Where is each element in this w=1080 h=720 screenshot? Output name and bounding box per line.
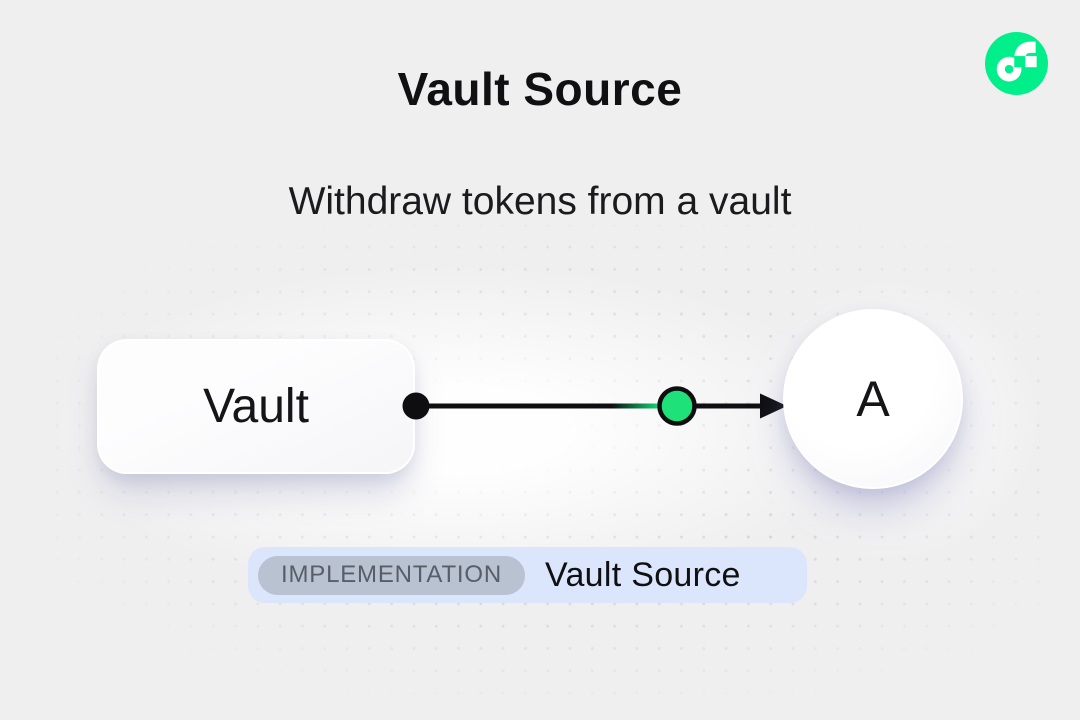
page-title: Vault Source [397, 63, 683, 115]
implementation-badge: IMPLEMENTATION Vault Source [248, 547, 807, 603]
flow-logo-svg [985, 32, 1048, 95]
badge-kind-text: IMPLEMENTATION [281, 561, 502, 588]
vault-node: Vault [97, 339, 415, 474]
badge-label: Vault Source [545, 555, 741, 594]
edge-start-dot [402, 392, 430, 420]
vault-node-label: Vault [203, 380, 309, 433]
flow-logo-icon [985, 32, 1048, 95]
flow-edge-arrow [402, 386, 787, 426]
badge-kind-pill: IMPLEMENTATION [258, 555, 525, 595]
account-node-label: A [856, 371, 890, 427]
arrowhead-icon [760, 393, 787, 419]
page-subtitle: Withdraw tokens from a vault [288, 180, 792, 223]
token-dot-icon [657, 386, 697, 426]
account-node: A [783, 309, 963, 489]
